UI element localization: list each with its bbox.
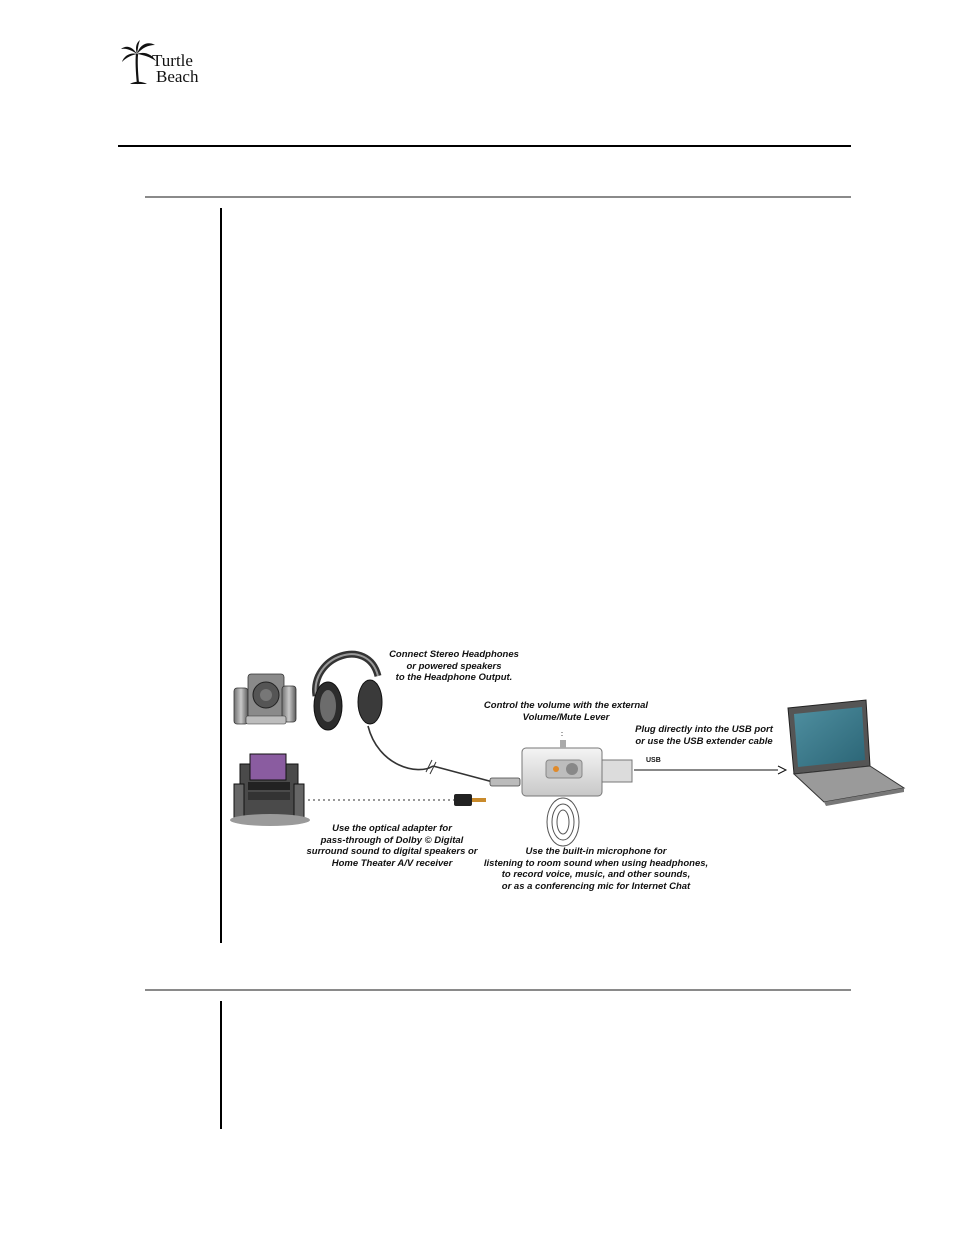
caption-line: Control the volume with the external	[483, 700, 649, 711]
usb-caption: Plug directly into the USB port or use t…	[624, 724, 784, 747]
caption-line: Connect Stereo Headphones	[389, 649, 519, 660]
section-rule-2	[145, 989, 851, 991]
speakers-image	[233, 673, 297, 725]
caption-line: pass-through of Dolby © Digital	[320, 834, 464, 846]
caption-line: to the Headphone Output.	[395, 672, 513, 683]
section-2-bar	[220, 1001, 222, 1129]
logo-word-turtle: Turtle	[152, 51, 193, 70]
caption-line: or use the USB extender cable	[635, 735, 773, 747]
usb-audio-device-image	[521, 732, 633, 797]
optical-adapter-image	[454, 794, 486, 806]
microphone-pickup-image	[546, 797, 580, 847]
usb-cable-label: USB	[646, 757, 661, 764]
section-1-bar	[220, 208, 222, 943]
caption-line: Plug directly into the USB port	[635, 724, 773, 735]
diagram-artwork	[230, 650, 906, 847]
logo-word-beach: Beach	[156, 67, 199, 86]
optical-caption: Use the optical adapter for pass-through…	[280, 823, 504, 869]
connection-diagram: Connect Stereo Headphones or powered spe…	[228, 636, 918, 904]
caption-line: Use the optical adapter for	[332, 823, 452, 834]
caption-line: or powered speakers	[406, 660, 502, 672]
laptop-image	[787, 699, 906, 806]
caption-line: Home Theater A/V receiver	[331, 857, 453, 869]
caption-line: listening to room sound when using headp…	[483, 857, 709, 869]
caption-line: Use the built-in microphone for	[525, 846, 667, 857]
caption-line: surround sound to digital speakers or	[306, 846, 478, 857]
headphones-caption: Connect Stereo Headphones or powered spe…	[354, 649, 554, 684]
section-rule-1	[145, 196, 851, 198]
caption-line: to record voice, music, and other sounds…	[501, 869, 691, 880]
microphone-caption: Use the built-in microphone for listenin…	[466, 846, 726, 892]
turtle-beach-logo: Turtle Beach	[120, 40, 220, 86]
home-theater-image	[230, 753, 310, 826]
headphones-image	[312, 650, 521, 787]
header-rule	[118, 145, 851, 147]
caption-line: Volume/Mute Lever	[522, 711, 610, 723]
caption-line: or as a conferencing mic for Internet Ch…	[501, 880, 691, 892]
palm-tree-icon	[121, 40, 156, 85]
volume-caption: Control the volume with the external Vol…	[466, 700, 666, 723]
